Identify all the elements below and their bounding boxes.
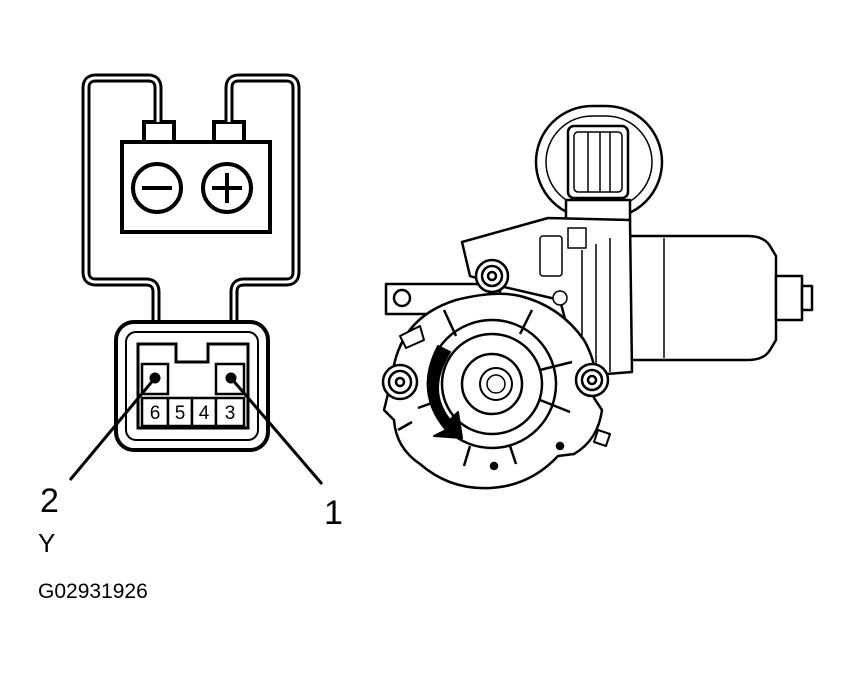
pin-label: 6 xyxy=(150,403,161,424)
mount-boss-left xyxy=(381,363,419,401)
window-motor xyxy=(381,104,814,490)
leader-line-2 xyxy=(68,377,157,481)
callout-1: 1 xyxy=(324,494,343,532)
rotation-arrow-icon xyxy=(426,345,463,439)
positive-terminal-icon xyxy=(201,162,253,214)
connector-pin-labels: 6 5 4 3 xyxy=(150,403,236,424)
leader-line-1 xyxy=(229,377,324,485)
pin-label: 4 xyxy=(199,403,210,424)
wire-negative xyxy=(81,73,163,368)
wire-positive xyxy=(224,73,301,368)
battery xyxy=(120,120,272,234)
negative-terminal-icon xyxy=(131,162,183,214)
motor-can xyxy=(618,234,814,362)
figure-code: G02931926 xyxy=(38,580,148,603)
gear-housing-frame xyxy=(384,216,634,378)
pin-label: 5 xyxy=(175,403,186,424)
pin-label: 3 xyxy=(225,403,236,424)
motor-connector xyxy=(534,104,664,224)
gear-body xyxy=(382,292,611,490)
wire-color-label: Y xyxy=(38,528,55,558)
connector xyxy=(114,320,270,452)
callout-2: 2 xyxy=(40,482,59,520)
mount-boss-right xyxy=(574,362,610,398)
mount-boss-top xyxy=(474,258,510,294)
